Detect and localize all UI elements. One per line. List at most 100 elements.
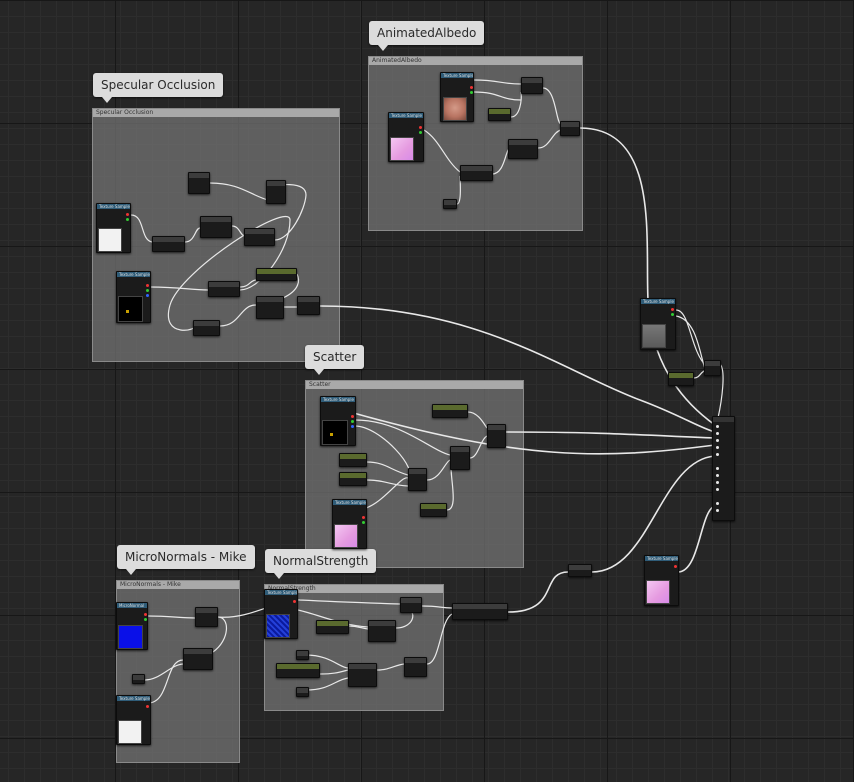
node-header: [184, 649, 212, 654]
constant-node[interactable]: [443, 199, 457, 209]
constant-node[interactable]: [296, 650, 309, 660]
blend-normals-node[interactable]: [452, 603, 508, 620]
texture-sample-node[interactable]: Texture Sample: [332, 499, 367, 549]
pin[interactable]: [470, 86, 473, 89]
node-header: [401, 598, 421, 603]
pin[interactable]: [716, 432, 719, 435]
param-node[interactable]: [488, 108, 511, 121]
lerp-node[interactable]: [200, 216, 232, 238]
bubble-specular-occlusion[interactable]: Specular Occlusion: [93, 73, 224, 103]
pin[interactable]: [144, 613, 147, 616]
lerp-node[interactable]: [560, 121, 580, 136]
divide-node[interactable]: [152, 236, 185, 252]
node-header: [277, 664, 319, 669]
bubble-scatter[interactable]: Scatter: [305, 345, 365, 375]
scalar-param-node[interactable]: [316, 620, 349, 634]
pin[interactable]: [716, 488, 719, 491]
texture-sample-node[interactable]: Texture Sample: [96, 203, 131, 253]
node-header: [189, 173, 209, 178]
pin[interactable]: [362, 521, 365, 524]
micronormal-texture-node[interactable]: MicroNormal: [116, 602, 148, 650]
scalar-param-node[interactable]: [276, 663, 320, 678]
panner-node[interactable]: [460, 165, 493, 181]
texture-sample-node[interactable]: Texture Sample: [640, 298, 676, 350]
pin[interactable]: [293, 600, 296, 603]
pin[interactable]: [716, 481, 719, 484]
pin[interactable]: [144, 618, 147, 621]
pin[interactable]: [716, 474, 719, 477]
lerp-node[interactable]: [508, 139, 538, 159]
constant-node[interactable]: [132, 674, 145, 684]
pin[interactable]: [146, 705, 149, 708]
scalar-param-node[interactable]: [256, 268, 297, 281]
constant-node[interactable]: [296, 687, 309, 697]
lerp-node[interactable]: [450, 446, 470, 470]
bubble-animated-albedo[interactable]: AnimatedAlbedo: [369, 21, 485, 51]
makefloat3-node[interactable]: [348, 663, 377, 687]
lerp-node[interactable]: [266, 180, 286, 204]
multiply-node[interactable]: [183, 648, 213, 670]
lerp-node[interactable]: [408, 468, 427, 491]
multiply-node[interactable]: [195, 607, 218, 627]
pin[interactable]: [419, 131, 422, 134]
constant-node[interactable]: [188, 172, 210, 194]
lerp-node[interactable]: [244, 228, 275, 246]
pin[interactable]: [351, 420, 354, 423]
scalar-param-node[interactable]: [432, 404, 468, 418]
material-result-node[interactable]: [712, 416, 735, 521]
pin[interactable]: [351, 415, 354, 418]
multiply-node[interactable]: [521, 77, 543, 94]
pin[interactable]: [146, 294, 149, 297]
multiply-node[interactable]: [193, 320, 220, 336]
pin[interactable]: [671, 313, 674, 316]
pin[interactable]: [470, 91, 473, 94]
pin[interactable]: [126, 218, 129, 221]
pin[interactable]: [716, 439, 719, 442]
texture-sample-node[interactable]: Texture Sample: [320, 396, 356, 446]
multiply-node[interactable]: [297, 296, 320, 315]
texture-sample-node[interactable]: Texture Sample: [440, 72, 474, 122]
multiply-node[interactable]: [404, 657, 427, 677]
bubble-micronormals[interactable]: MicroNormals - Mike: [117, 545, 255, 575]
scalar-param-node[interactable]: [339, 453, 367, 467]
wire: [348, 625, 369, 630]
pin[interactable]: [351, 425, 354, 428]
node-header: [194, 321, 219, 326]
pin[interactable]: [716, 446, 719, 449]
scalar-param-node[interactable]: [339, 472, 367, 486]
lerp-node[interactable]: [487, 424, 506, 448]
comment-title: Scatter: [306, 381, 523, 389]
pin[interactable]: [674, 565, 677, 568]
texture-sample-node[interactable]: Texture Sample: [388, 112, 424, 162]
wire: [219, 304, 257, 327]
wire: [319, 305, 716, 433]
texture-sample-node[interactable]: Texture Sample: [116, 271, 151, 323]
pin[interactable]: [716, 509, 719, 512]
pin[interactable]: [716, 425, 719, 428]
pin[interactable]: [126, 213, 129, 216]
pin[interactable]: [716, 453, 719, 456]
wire: [542, 87, 562, 125]
multiply-node[interactable]: [704, 360, 721, 376]
wire: [675, 309, 707, 367]
scalar-param-node[interactable]: [668, 372, 694, 386]
pin[interactable]: [146, 289, 149, 292]
lerp-node[interactable]: [256, 296, 284, 319]
bubble-normal-strength[interactable]: NormalStrength: [265, 549, 377, 579]
normal-texture-node[interactable]: Texture Sample: [264, 589, 298, 639]
pin[interactable]: [146, 284, 149, 287]
pin[interactable]: [362, 516, 365, 519]
multiply-node[interactable]: [400, 597, 422, 613]
makefloat3-node[interactable]: [368, 620, 396, 642]
pin[interactable]: [419, 126, 422, 129]
texture-sample-node[interactable]: Texture Sample: [116, 695, 151, 745]
scalar-param-node[interactable]: [420, 503, 447, 517]
pin[interactable]: [671, 308, 674, 311]
pin[interactable]: [716, 502, 719, 505]
pin[interactable]: [716, 467, 719, 470]
multiply-node[interactable]: [208, 281, 240, 297]
wire: [504, 431, 716, 439]
normalize-node[interactable]: [568, 564, 592, 577]
texture-sample-node[interactable]: Texture Sample: [644, 555, 679, 606]
